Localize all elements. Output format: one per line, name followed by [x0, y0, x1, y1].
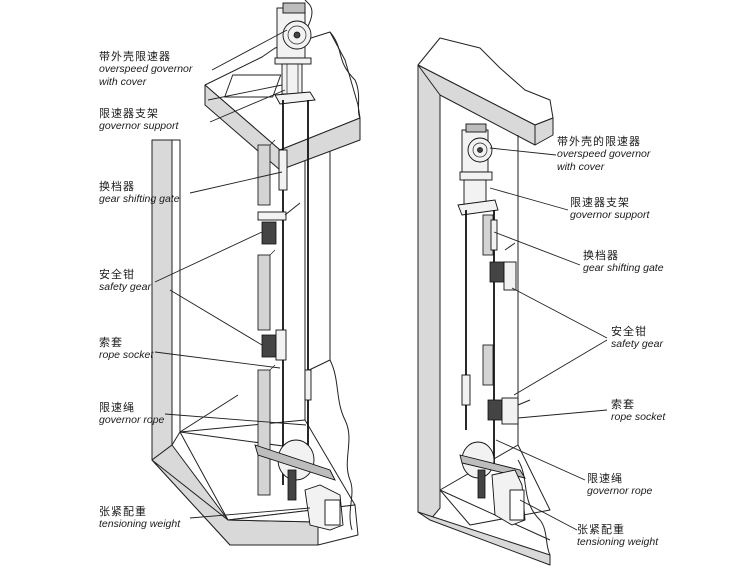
- label-zh: 带外壳限速器: [99, 50, 171, 63]
- label-en: governor rope: [99, 414, 165, 426]
- label-zh: 张紧配重: [577, 523, 625, 536]
- left-governor-support: [274, 63, 316, 105]
- left-shaft-side-wall: [151, 139, 181, 461]
- label-zh: 安全钳: [611, 325, 647, 338]
- left-guide-rail: [257, 139, 276, 496]
- right-label-governor-support: 限速器支架 governor support: [570, 196, 649, 222]
- right-safety-gear-upper: [489, 242, 517, 291]
- left-gear-shifting-gate: [278, 149, 288, 191]
- right-label-governor-rope: 限速绳 governor rope: [587, 472, 652, 498]
- right-leader-lines: [489, 147, 608, 531]
- label-en: rope socket: [611, 411, 666, 423]
- right-guide-rail: [482, 214, 494, 386]
- label-en: tensioning weight: [577, 536, 659, 548]
- label-en: governor support: [570, 209, 650, 221]
- left-tension-sheave: [254, 439, 336, 501]
- label-zh: 安全钳: [99, 268, 135, 281]
- left-safety-gear-upper: [257, 202, 301, 245]
- left-safety-gear-lower: [261, 329, 287, 361]
- left-label-governor-rope: 限速绳 governor rope: [99, 401, 164, 427]
- label-zh: 限速器支架: [99, 107, 159, 120]
- left-shaft-broken-edge: [329, 359, 353, 531]
- label-en: safety gear: [611, 338, 663, 350]
- left-label-overspeed-governor: 带外壳限速器 overspeed governor with cover: [99, 50, 192, 89]
- label-zh: 索套: [99, 336, 123, 349]
- label-en: governor support: [99, 120, 179, 132]
- label-zh: 索套: [611, 398, 635, 411]
- left-label-rope-socket: 索套 rope socket: [99, 336, 153, 362]
- label-zh: 换档器: [99, 180, 135, 193]
- right-label-overspeed-governor: 带外壳的限速器 overspeed governor with cover: [557, 135, 650, 174]
- right-label-tensioning-weight: 张紧配重 tensioning weight: [577, 523, 658, 549]
- right-gear-shifting-gate: [490, 219, 498, 251]
- label-en: governor rope: [587, 485, 653, 497]
- left-label-tensioning-weight: 张紧配重 tensioning weight: [99, 505, 180, 531]
- label-en: tensioning weight: [99, 518, 181, 530]
- left-floor-opening: [224, 74, 282, 98]
- right-shaft: [417, 37, 554, 566]
- label-zh: 限速器支架: [570, 196, 630, 209]
- label-en: overspeed governor: [99, 63, 193, 75]
- left-tensioning-weight: [304, 484, 344, 531]
- left-label-gear-shifting-gate: 换档器 gear shifting gate: [99, 180, 180, 206]
- label-zh: 张紧配重: [99, 505, 147, 518]
- left-label-governor-support: 限速器支架 governor support: [99, 107, 178, 133]
- label-en: gear shifting gate: [99, 193, 180, 205]
- label-en: gear shifting gate: [583, 262, 664, 274]
- right-shaft-wall: [417, 37, 554, 566]
- label-en: rope socket: [99, 349, 154, 361]
- right-safety-gear-lower: [487, 397, 531, 425]
- label-en-line2: with cover: [557, 161, 605, 173]
- right-label-rope-socket: 索套 rope socket: [611, 398, 665, 424]
- left-leader-lines: [154, 29, 311, 519]
- right-tensioning-weight: [491, 469, 526, 526]
- right-governor-support: [457, 171, 499, 216]
- label-zh: 限速绳: [99, 401, 135, 414]
- right-label-safety-gear: 安全钳 safety gear: [611, 325, 663, 351]
- left-shaft: [151, 0, 361, 546]
- label-zh: 限速绳: [587, 472, 623, 485]
- left-label-safety-gear: 安全钳 safety gear: [99, 268, 151, 294]
- right-overspeed-governor: [461, 123, 493, 173]
- label-en-line2: with cover: [99, 76, 147, 88]
- label-en: safety gear: [99, 281, 151, 293]
- label-zh: 带外壳的限速器: [557, 135, 641, 148]
- label-zh: 换档器: [583, 249, 619, 262]
- left-rope-tension-link: [304, 369, 312, 401]
- right-label-gear-shifting-gate: 换档器 gear shifting gate: [583, 249, 664, 275]
- label-en: overspeed governor: [557, 148, 651, 160]
- right-rope-tension-link: [461, 374, 471, 406]
